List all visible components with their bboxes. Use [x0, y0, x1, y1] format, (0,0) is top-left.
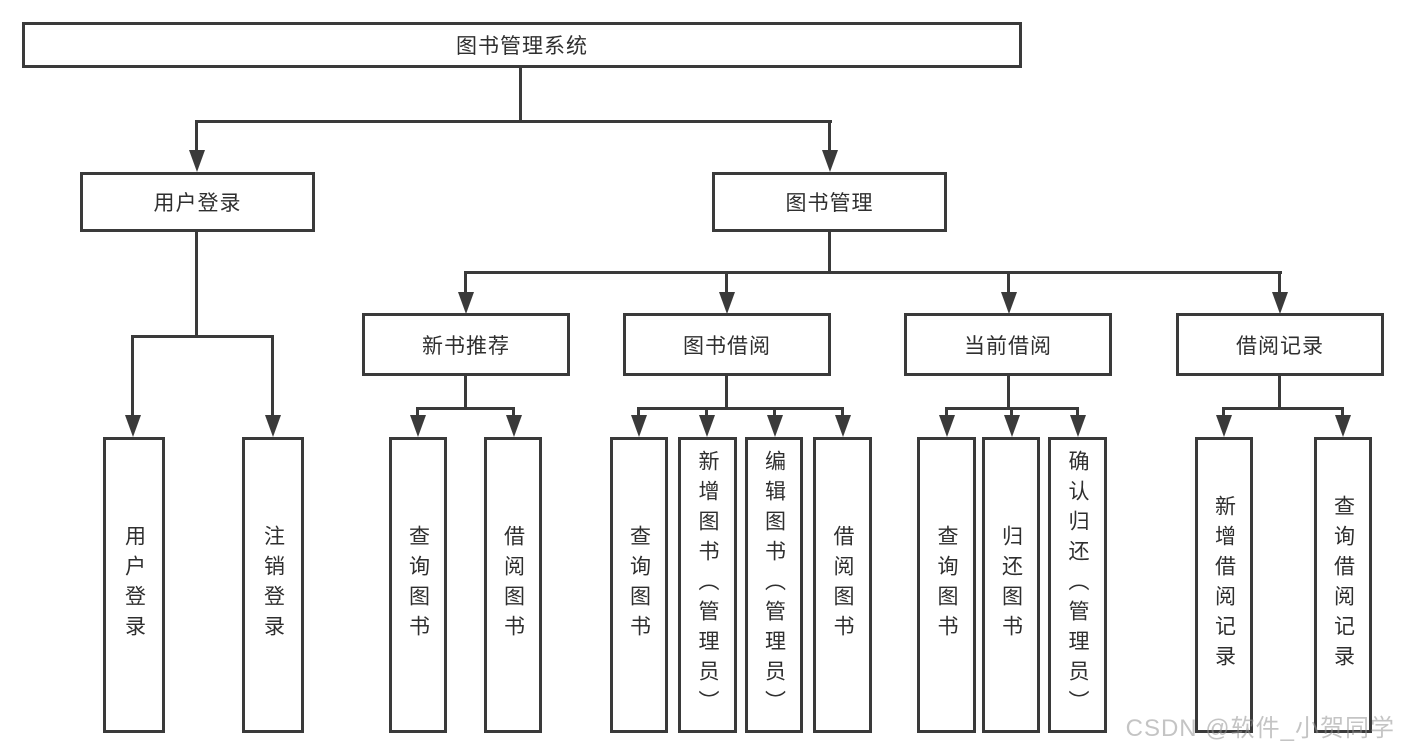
leaf-current-query-label: 查询图书 — [935, 525, 958, 645]
connector-level2-stem — [464, 271, 467, 293]
arrowhead-down-icon — [939, 415, 955, 437]
node-user-login-label: 用户登录 — [153, 192, 242, 215]
arrowhead-down-icon — [631, 415, 647, 437]
leaf-current-confirm-admin: 确认归还（管理员） — [1048, 437, 1107, 733]
leaf-borrow-book: 借阅图书 — [813, 437, 872, 733]
leaf-borrow-query-label: 查询图书 — [627, 525, 651, 645]
connector-leaf-stem — [1222, 407, 1225, 417]
connector-leaf-stem — [773, 407, 776, 417]
connector-leaf-stem — [1341, 407, 1344, 417]
arrowhead-down-icon — [506, 415, 522, 437]
leaf-record-query: 查询借阅记录 — [1314, 437, 1372, 733]
csdn-watermark: CSDN @软件_小贺同学 — [1125, 715, 1395, 742]
node-current-borrow: 当前借阅 — [904, 313, 1112, 376]
connector-level2-stem — [1007, 271, 1010, 293]
node-user-login: 用户登录 — [80, 172, 315, 232]
arrowhead-down-icon — [410, 415, 426, 437]
node-book-management: 图书管理 — [712, 172, 947, 232]
leaf-record-add-label: 新增借阅记录 — [1212, 495, 1236, 675]
arrowhead-down-icon — [458, 292, 474, 314]
connector-bookborrow-down — [725, 376, 728, 407]
leaf-logout-label: 注销登录 — [261, 525, 285, 645]
connector-borrowrecord-rail — [1222, 407, 1344, 410]
leaf-current-return-label: 归还图书 — [999, 525, 1023, 645]
arrowhead-down-icon — [1004, 415, 1020, 437]
connector-leaf-stem — [945, 407, 948, 417]
arrowhead-down-icon — [1001, 292, 1017, 314]
node-new-book-recommend-label: 新书推荐 — [422, 334, 510, 358]
connector-bookborrow-rail — [637, 407, 844, 410]
connector-userlogin-rail — [131, 335, 274, 338]
leaf-record-add: 新增借阅记录 — [1195, 437, 1253, 733]
connector-level2-stem — [725, 271, 728, 293]
connector-newbook-rail — [416, 407, 515, 410]
arrowhead-down-icon — [189, 150, 205, 172]
connector-leaf-stem — [705, 407, 708, 417]
leaf-borrow-edit-admin: 编辑图书（管理员） — [745, 437, 803, 733]
leaf-user-login: 用户登录 — [103, 437, 165, 733]
connector-leaf-stem — [271, 335, 274, 416]
connector-borrowrecord-down — [1278, 376, 1281, 407]
arrowhead-down-icon — [1216, 415, 1232, 437]
node-borrow-record: 借阅记录 — [1176, 313, 1384, 376]
node-book-borrow-label: 图书借阅 — [683, 334, 771, 358]
connector-level2-stem — [1278, 271, 1281, 293]
arrowhead-down-icon — [1272, 292, 1288, 314]
arrowhead-down-icon — [265, 415, 281, 437]
leaf-newbook-query-label: 查询图书 — [406, 525, 430, 645]
arrowhead-down-icon — [719, 292, 735, 314]
leaf-record-query-label: 查询借阅记录 — [1331, 495, 1355, 675]
connector-root-stem — [519, 68, 522, 120]
connector-level2-rail — [464, 271, 1282, 274]
connector-userlogin-stem — [195, 120, 198, 152]
leaf-current-return: 归还图书 — [982, 437, 1040, 733]
leaf-borrow-query: 查询图书 — [610, 437, 668, 733]
connector-bookmgmt-stem — [828, 120, 831, 152]
connector-level1-rail — [195, 120, 832, 123]
arrowhead-down-icon — [835, 415, 851, 437]
connector-leaf-stem — [637, 407, 640, 417]
leaf-borrow-book-label: 借阅图书 — [831, 525, 854, 645]
leaf-logout: 注销登录 — [242, 437, 304, 733]
node-borrow-record-label: 借阅记录 — [1236, 334, 1324, 358]
arrowhead-down-icon — [767, 415, 783, 437]
node-current-borrow-label: 当前借阅 — [964, 334, 1052, 358]
connector-leaf-stem — [1010, 407, 1013, 417]
leaf-user-login-label: 用户登录 — [122, 525, 146, 645]
connector-bookmgmt-down — [828, 232, 831, 271]
connector-leaf-stem — [512, 407, 515, 417]
arrowhead-down-icon — [699, 415, 715, 437]
arrowhead-down-icon — [1335, 415, 1351, 437]
node-book-management-label: 图书管理 — [785, 192, 874, 215]
arrowhead-down-icon — [125, 415, 141, 437]
leaf-newbook-borrow-label: 借阅图书 — [501, 525, 525, 645]
connector-leaf-stem — [131, 335, 134, 416]
leaf-current-confirm-admin-label: 确认归还（管理员） — [1066, 450, 1089, 720]
node-new-book-recommend: 新书推荐 — [362, 313, 570, 376]
connector-userlogin-down — [195, 232, 198, 335]
leaf-current-query: 查询图书 — [917, 437, 976, 733]
arrowhead-down-icon — [822, 150, 838, 172]
connector-currentborrow-down — [1007, 376, 1010, 407]
connector-leaf-stem — [416, 407, 419, 417]
leaf-newbook-query: 查询图书 — [389, 437, 447, 733]
arrowhead-down-icon — [1070, 415, 1086, 437]
leaf-borrow-edit-admin-label: 编辑图书（管理员） — [762, 450, 786, 720]
connector-leaf-stem — [841, 407, 844, 417]
node-book-borrow: 图书借阅 — [623, 313, 831, 376]
node-root-label: 图书管理系统 — [456, 35, 588, 58]
connector-leaf-stem — [1076, 407, 1079, 417]
connector-newbook-down — [464, 376, 467, 407]
node-root: 图书管理系统 — [22, 22, 1022, 68]
leaf-newbook-borrow: 借阅图书 — [484, 437, 542, 733]
leaf-borrow-add-admin: 新增图书（管理员） — [678, 437, 737, 733]
leaf-borrow-add-admin-label: 新增图书（管理员） — [696, 450, 719, 720]
